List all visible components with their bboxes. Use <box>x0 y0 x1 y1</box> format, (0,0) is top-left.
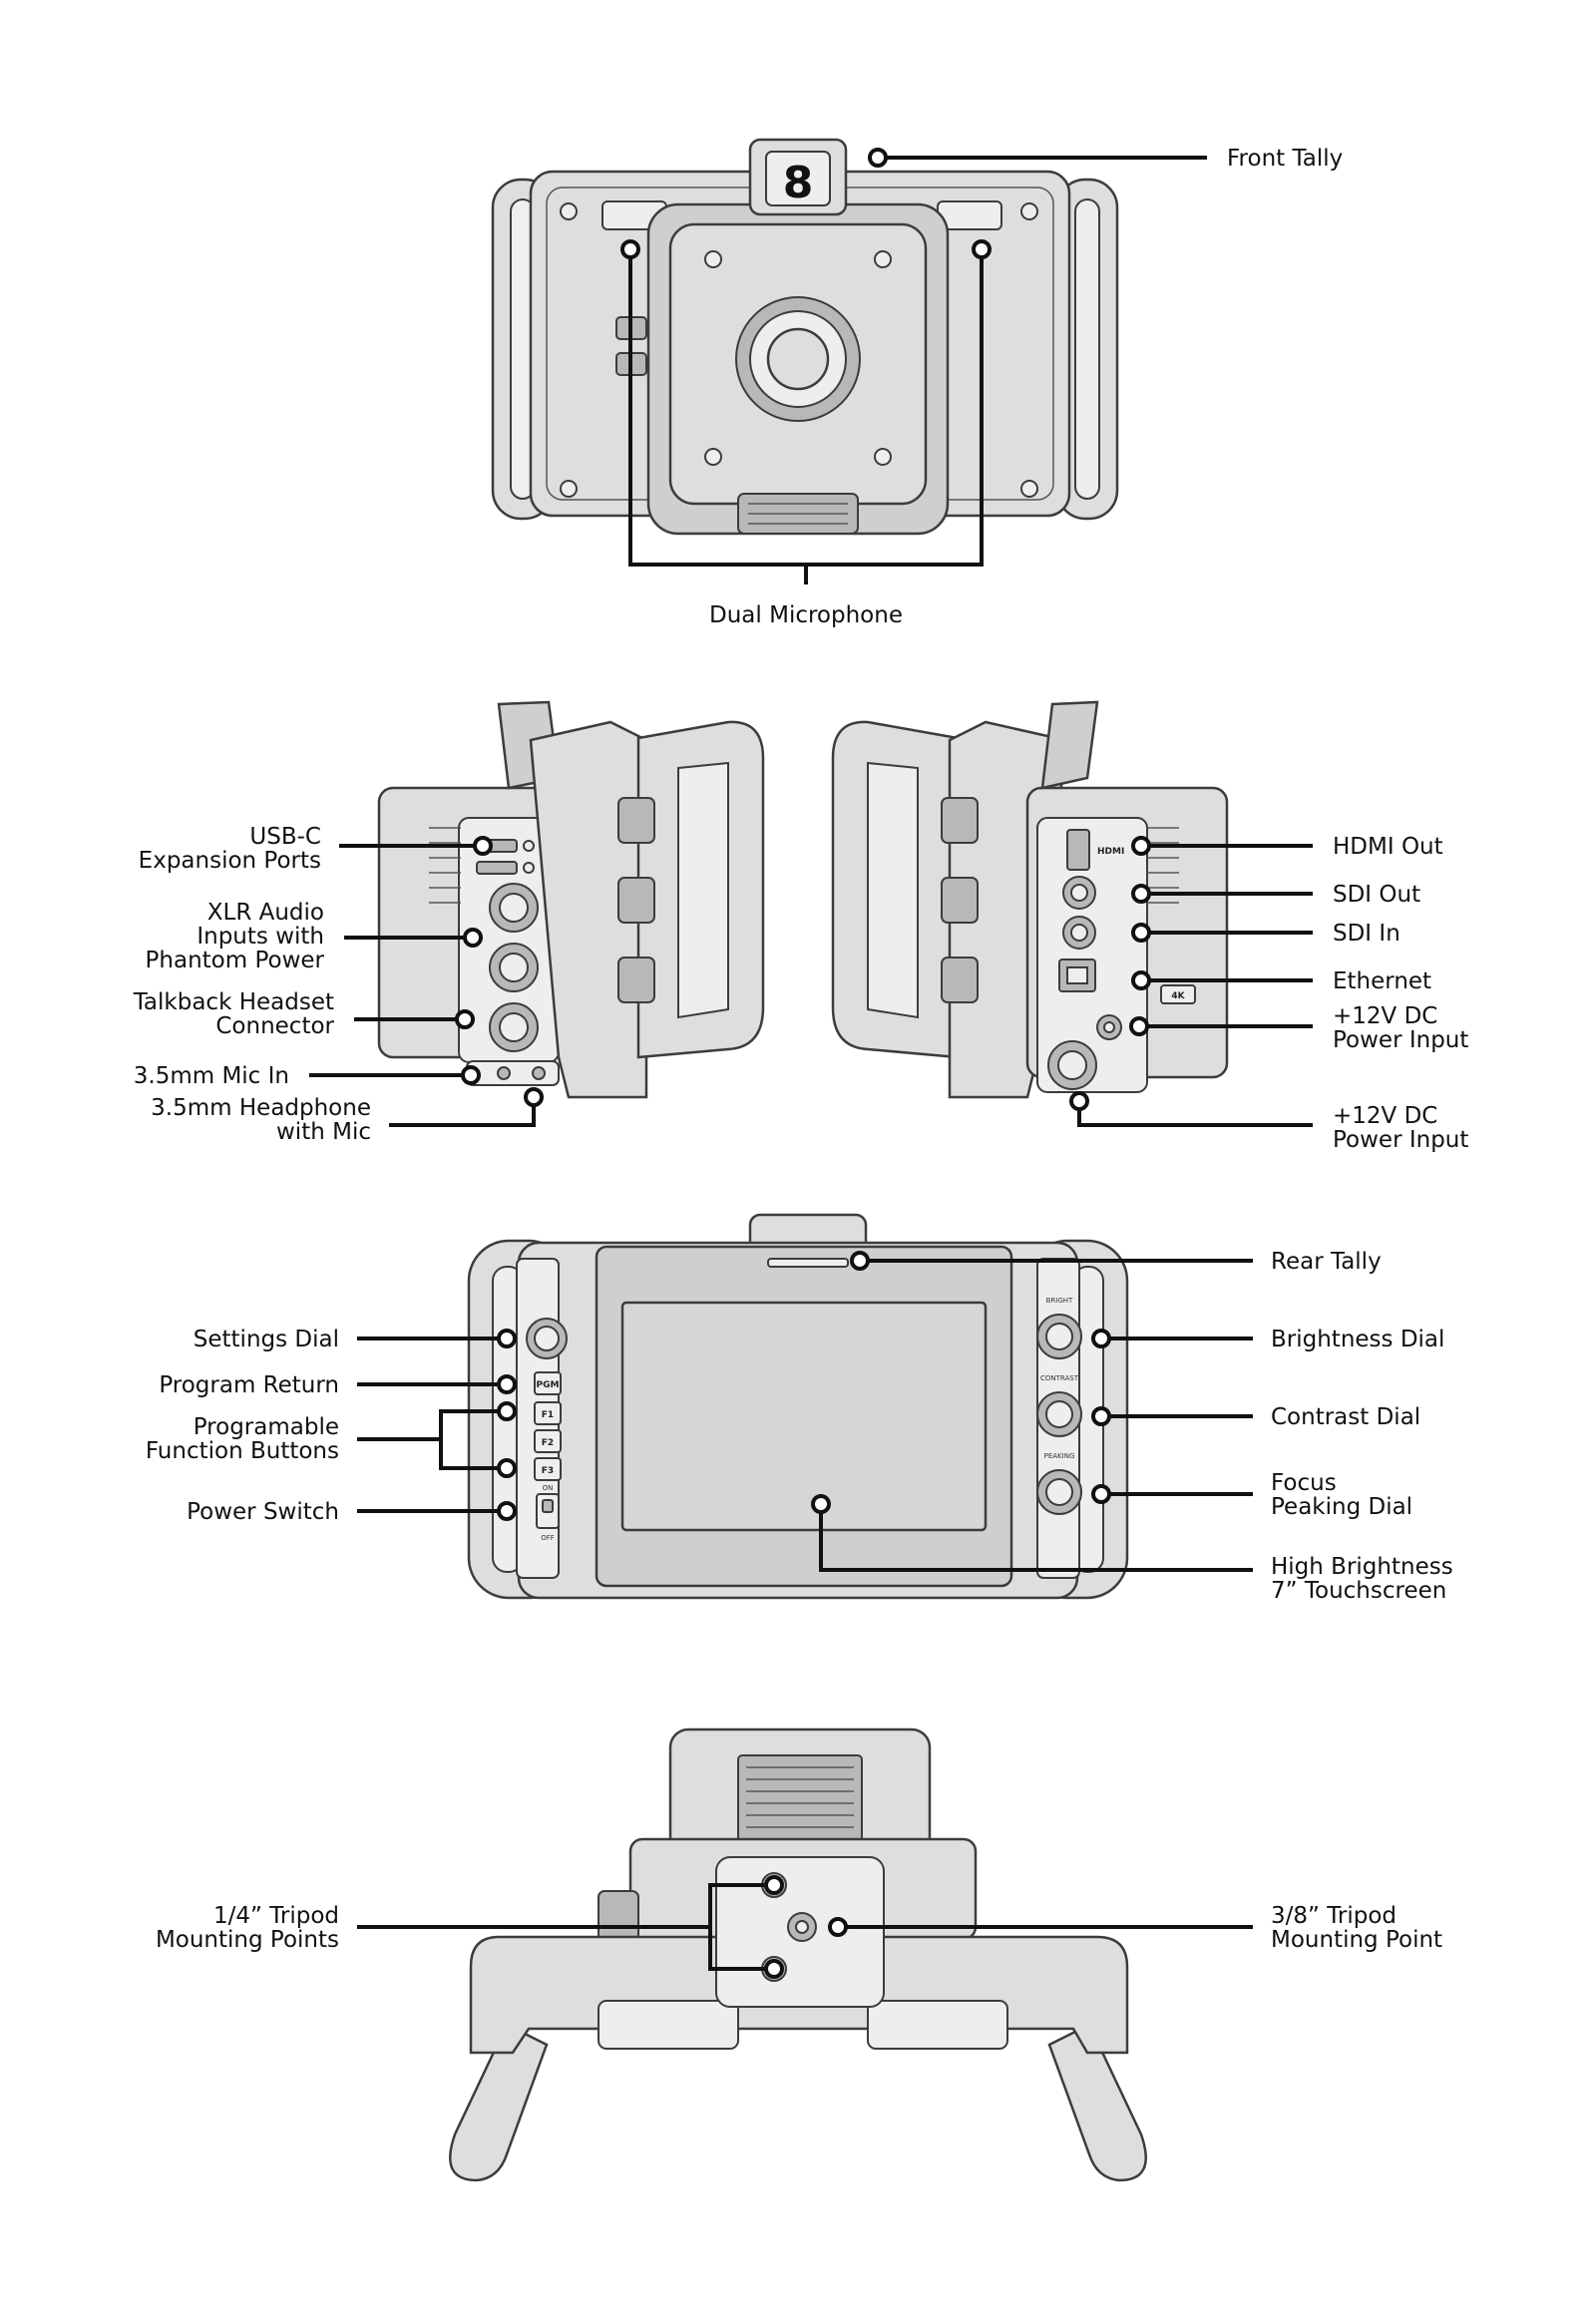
switch-off-label: OFF <box>541 1534 555 1542</box>
f3-button <box>534 1457 562 1481</box>
label-hdmi-out: HDMI Out <box>1333 834 1443 860</box>
dial-mark-contrast: CONTRAST <box>1040 1374 1079 1382</box>
label-mic-in: 3.5mm Mic In <box>134 1063 289 1089</box>
label-xlr-line2: Inputs with <box>197 924 324 950</box>
hdmi-port <box>1066 829 1090 871</box>
pgm-button-label: PGM <box>537 1380 560 1390</box>
left-side-view: USB-C Expansion Ports XLR Audio Inputs w… <box>133 700 765 1145</box>
tally-number: 8 <box>783 158 814 208</box>
f1-button <box>534 1401 562 1425</box>
label-rear-tally: Rear Tally <box>1271 1249 1382 1275</box>
f2-button <box>534 1429 562 1453</box>
label-dual-microphone: Dual Microphone <box>709 602 903 628</box>
label-xlr-line1: XLR Audio <box>207 900 324 926</box>
label-talkback-line2: Connector <box>215 1013 334 1039</box>
label-ethernet: Ethernet <box>1333 968 1431 994</box>
label-power-switch: Power Switch <box>187 1499 339 1525</box>
label-contrast-dial: Contrast Dial <box>1271 1404 1420 1430</box>
f1-button-label: F1 <box>542 1410 554 1420</box>
pgm-button <box>534 1371 562 1395</box>
hdmi-mark: HDMI <box>1097 847 1124 857</box>
right-side-view: HDMI 4K HDMI Out SDI Out SDI In Ethernet <box>831 700 1468 1153</box>
label-usb-c-line2: Expansion Ports <box>139 848 321 874</box>
f2-button-label: F2 <box>542 1438 554 1448</box>
label-quarter-tripod-line1: 1/4” Tripod <box>213 1903 339 1929</box>
label-settings-dial: Settings Dial <box>194 1327 339 1352</box>
label-touchscreen-line1: High Brightness <box>1271 1554 1453 1580</box>
label-focus-line1: Focus <box>1271 1470 1337 1496</box>
touchscreen <box>620 1301 988 1532</box>
label-sdi-in: SDI In <box>1333 921 1400 947</box>
label-front-tally: Front Tally <box>1227 146 1343 172</box>
dial-mark-bright: BRIGHT <box>1046 1297 1073 1305</box>
label-programmable-line1: Programable <box>194 1414 339 1440</box>
label-headphone-line1: 3.5mm Headphone <box>151 1095 371 1121</box>
label-brightness-dial: Brightness Dial <box>1271 1327 1444 1352</box>
dial-mark-peaking: PEAKING <box>1044 1452 1075 1460</box>
front-view: 8 Front Tally Dual Microphone <box>491 138 1343 628</box>
label-talkback-line1: Talkback Headset <box>133 989 334 1015</box>
label-power-a-line2: Power Input <box>1333 1027 1468 1053</box>
label-power-b-line2: Power Input <box>1333 1127 1468 1153</box>
badge-4k: 4K <box>1171 991 1185 1001</box>
bottom-view: 1/4” Tripod Mounting Points 3/8” Tripod … <box>156 1727 1442 2182</box>
label-sdi-out: SDI Out <box>1333 882 1420 908</box>
label-headphone-line2: with Mic <box>276 1119 371 1145</box>
label-three-eighths-line2: Mounting Point <box>1271 1927 1442 1953</box>
label-xlr-line3: Phantom Power <box>146 948 325 973</box>
label-focus-line2: Peaking Dial <box>1271 1494 1412 1520</box>
bottom-left-leg <box>449 2023 549 2182</box>
label-program-return: Program Return <box>159 1372 339 1398</box>
label-power-b-line1: +12V DC <box>1333 1103 1437 1129</box>
label-quarter-tripod-line2: Mounting Points <box>156 1927 339 1953</box>
switch-on-label: ON <box>543 1484 554 1492</box>
label-three-eighths-line1: 3/8” Tripod <box>1271 1903 1396 1929</box>
label-power-a-line1: +12V DC <box>1333 1003 1437 1029</box>
label-programmable-line2: Function Buttons <box>146 1438 339 1464</box>
label-touchscreen-line2: 7” Touchscreen <box>1271 1578 1446 1604</box>
label-usb-c-line1: USB-C <box>249 824 321 850</box>
f3-button-label: F3 <box>542 1466 554 1476</box>
bottom-right-leg <box>1047 2023 1147 2182</box>
rear-view: PGM F1 F2 F3 ON OFF BRIGHT CONTRAST PEAK… <box>146 1213 1453 1604</box>
